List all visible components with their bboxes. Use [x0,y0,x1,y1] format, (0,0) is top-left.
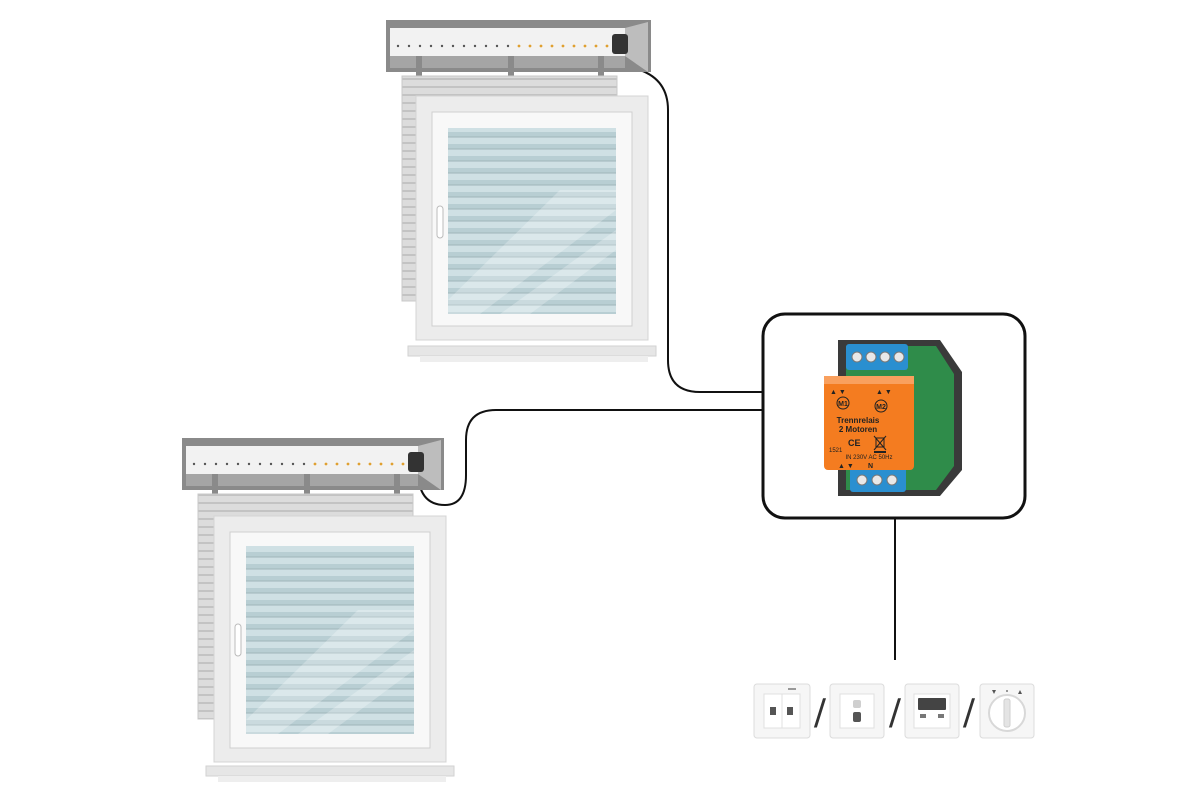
relay-input-spec: IN 230V AC 50Hz [845,455,892,461]
separator-2: / [889,692,902,733]
relay-title-line1: Trennrelais [837,416,880,425]
window-handle-icon [436,205,444,239]
motor-icon [612,34,628,54]
separator-1: / [814,692,827,733]
window-handle-icon [234,623,242,657]
relay-n-label: N [868,463,873,470]
shutter-box [182,438,444,494]
push-button-switch-icon [829,683,885,739]
controller-options: / / / [753,683,1035,739]
window-bottom [182,438,455,782]
wire-bottom-window [417,409,765,507]
relay-ce-mark: CE [848,438,861,448]
relay-m2-label: M2 [876,404,886,411]
relay-model: 1521 [829,448,843,454]
double-rocker-switch-icon [753,683,811,739]
rotary-switch-icon [979,683,1035,739]
wire-top-window [619,54,765,393]
relay-callout: ▲ ▼ ▲ ▼ M1 M2 Trennrelais 2 Motoren CE 1… [761,312,1027,520]
svg-text:▲ ▼: ▲ ▼ [876,389,892,396]
motor-icon [408,452,424,472]
relay-module: ▲ ▼ ▲ ▼ M1 M2 Trennrelais 2 Motoren CE 1… [824,340,962,496]
timer-display-switch-icon [904,683,960,739]
separator-3: / [963,692,976,733]
wires [417,54,896,660]
weee-bin-icon [873,435,887,453]
svg-text:▲ ▼: ▲ ▼ [838,463,854,470]
relay-m1-label: M1 [838,401,848,408]
window-top [386,20,657,362]
relay-title-line2: 2 Motoren [839,425,877,434]
shutter-box [386,20,651,76]
svg-text:▲ ▼: ▲ ▼ [830,389,846,396]
